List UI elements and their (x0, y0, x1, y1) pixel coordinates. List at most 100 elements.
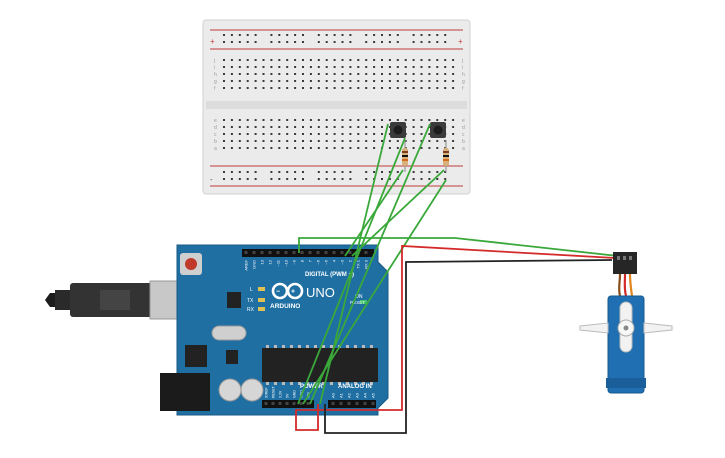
digital-pin-socket[interactable] (252, 251, 256, 254)
digital-pin-socket[interactable] (276, 251, 280, 254)
breadboard-hole (388, 126, 391, 128)
analog-pin-socket[interactable] (363, 402, 367, 405)
breadboard-hole (246, 147, 249, 149)
digital-pin-socket[interactable] (340, 251, 344, 254)
digital-pin-socket[interactable] (260, 251, 264, 254)
breadboard-hole (294, 34, 297, 36)
breadboard-hole (325, 140, 328, 142)
reset-button[interactable] (185, 258, 197, 270)
breadboard-hole (373, 66, 376, 68)
chip-pin (290, 382, 293, 385)
pushbutton-1[interactable] (390, 122, 406, 138)
wire-red-servo-power[interactable] (295, 245, 616, 431)
analog-pin-socket[interactable] (347, 402, 351, 405)
breadboard-hole (349, 140, 352, 142)
wires (295, 123, 619, 434)
resistor-2[interactable] (443, 140, 449, 172)
analog-pin-socket[interactable] (331, 402, 335, 405)
power-pin-socket[interactable] (292, 402, 296, 405)
wire-green-button2[interactable] (309, 123, 431, 405)
power-pin-socket[interactable] (271, 402, 275, 405)
power-label: POWER (300, 384, 323, 390)
breadboard-hole (246, 59, 249, 61)
breadboard-hole (381, 34, 383, 36)
breadboard-hole (317, 34, 320, 36)
digital-header[interactable] (242, 249, 374, 257)
resistor-band (402, 159, 408, 161)
breadboard-hole (396, 140, 399, 142)
analog-pin-socket[interactable] (355, 402, 359, 405)
breadboard-hole (302, 126, 304, 128)
power-pin-socket[interactable] (278, 402, 282, 405)
breadboard-hole (230, 119, 233, 121)
digital-pin-socket[interactable] (364, 251, 368, 254)
pushbutton-2[interactable] (430, 122, 446, 138)
wire-black-servo-ground[interactable] (324, 259, 613, 434)
breadboard-hole (373, 119, 376, 121)
breadboard-hole (262, 66, 265, 68)
breadboard-hole (223, 80, 225, 82)
analog-pin-socket[interactable] (371, 402, 375, 405)
digital-pin-socket[interactable] (324, 251, 328, 254)
analog-header[interactable] (328, 400, 376, 408)
breadboard-hole (262, 59, 265, 61)
breadboard-hole (396, 34, 399, 36)
wire-green-5v[interactable] (297, 137, 406, 405)
digital-pin-socket[interactable] (268, 251, 272, 254)
breadboard-hole (270, 59, 273, 61)
arduino-uno-board[interactable]: L TX RX ON − + ARDUINO UNO RESET DIGITAL… (160, 244, 389, 416)
breadboard-hole (254, 119, 257, 121)
breadboard-hole (365, 140, 368, 142)
digital-pin-socket[interactable] (244, 251, 248, 254)
wire-green-resistor2[interactable] (351, 169, 445, 257)
usb-strain-relief (55, 290, 73, 310)
digital-pin-socket[interactable] (348, 251, 352, 254)
digital-pin-socket[interactable] (284, 251, 288, 254)
power-pin-socket[interactable] (285, 402, 289, 405)
breadboard-hole (333, 140, 336, 142)
power-pin-socket[interactable] (264, 402, 268, 405)
digital-pin-socket[interactable] (300, 251, 304, 254)
digital-pin-socket[interactable] (332, 251, 336, 254)
breadboard-hole (388, 140, 391, 142)
chip-pin (362, 345, 365, 348)
resistor-1[interactable] (402, 140, 408, 172)
resistor-band (402, 151, 408, 153)
servo-motor[interactable] (579, 252, 673, 394)
breadboard-hole (357, 66, 360, 68)
breadboard-hole (381, 73, 383, 75)
small-chip (226, 350, 238, 364)
breadboard-hole (428, 147, 431, 149)
power-pin-socket[interactable] (299, 402, 303, 405)
wire-green-gnd[interactable] (302, 179, 447, 405)
breadboard-hole (388, 178, 391, 180)
digital-pin-socket[interactable] (292, 251, 296, 254)
breadboard-row-letter: i (214, 65, 215, 71)
breadboard-hole (452, 133, 455, 135)
breadboard-hole (325, 178, 328, 180)
breadboard-hole (278, 73, 281, 75)
breadboard-hole (286, 133, 289, 135)
breadboard-hole (373, 34, 376, 36)
breadboard-hole (270, 73, 273, 75)
analog-pin-socket[interactable] (339, 402, 343, 405)
breadboard-hole (412, 119, 415, 121)
breadboard-row-letter: f (214, 86, 216, 92)
digital-pin-socket[interactable] (308, 251, 312, 254)
breadboard-hole (223, 126, 225, 128)
breadboard-hole (452, 147, 455, 149)
breadboard-hole (341, 41, 344, 43)
on-label: ON (355, 294, 363, 300)
analog-pin-label: A2 (347, 392, 352, 398)
breadboard-hole (309, 126, 312, 128)
breadboard-hole (388, 73, 391, 75)
digital-pin-socket[interactable] (316, 251, 320, 254)
breadboard-hole (388, 147, 391, 149)
breadboard-hole (452, 80, 455, 82)
servo-cable-orange (628, 273, 634, 297)
breadboard-hole (278, 140, 281, 142)
power-pin-socket[interactable] (306, 402, 310, 405)
breadboard-hole (278, 87, 281, 89)
wire-green-servo-signal[interactable] (298, 237, 619, 257)
